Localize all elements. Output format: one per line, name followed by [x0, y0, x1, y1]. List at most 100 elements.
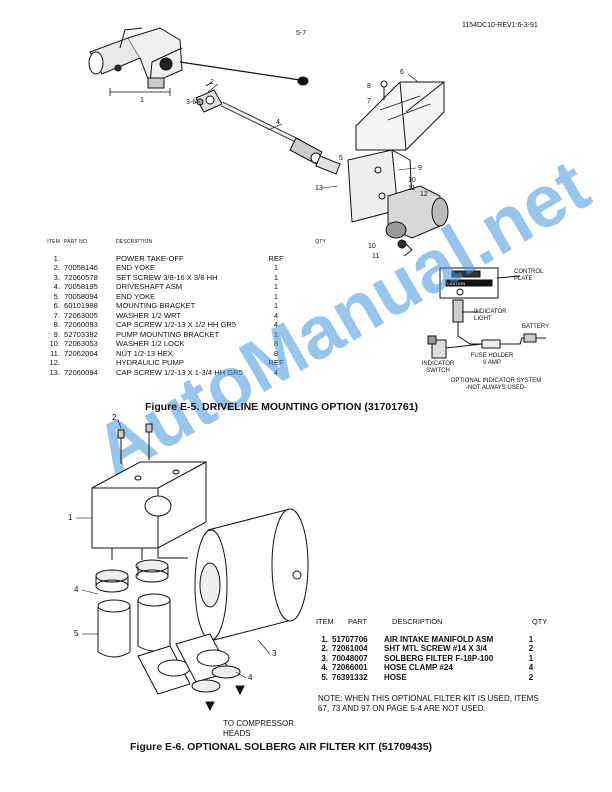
driveline-parts-table: ITEM PART NO. DESCRIPTION QTY 1. POWER TA…: [40, 238, 326, 377]
cell-qty: 2: [528, 644, 534, 654]
table-header-row: ITEM PART NO. DESCRIPTION QTY: [40, 238, 326, 248]
cell-qty: REF: [268, 358, 284, 367]
col-qty: QTY: [532, 617, 548, 626]
page-number: 5-7: [296, 30, 307, 37]
cell-item: 10.: [49, 339, 60, 348]
callout-3-6: 3-6: [186, 99, 196, 106]
cell-part: [60, 254, 112, 264]
document-id: 1154DC10-REV1:6-3-91: [462, 22, 538, 29]
figure-e5-caption: Figure E-5. DRIVELINE MOUNTING OPTION (3…: [145, 401, 419, 413]
cell-part: 72063053: [64, 339, 98, 348]
cell-desc: SET SCREW 3/8-16 X 3/8 HH: [116, 272, 218, 282]
cell-qty: 1: [273, 263, 279, 272]
fuse-holder-drawing: [481, 333, 546, 349]
cell-item: 4.: [321, 663, 328, 673]
cell-qty: 1: [273, 282, 279, 291]
cell-item: 12.: [49, 358, 60, 367]
not-always-used-label: -NOT ALWAYS USED-: [465, 385, 527, 391]
cell-qty: 4: [273, 310, 279, 320]
callout-f6-2: 2: [112, 413, 117, 422]
table-row: 2. 70058146 END YOKE 1: [40, 263, 326, 273]
cell-item: 2.: [53, 263, 60, 272]
cell-part: 52703382: [64, 329, 98, 339]
indicator-switch-drawing: [427, 335, 483, 359]
callout-f6-4: 4: [74, 585, 79, 594]
cell-qty: 4: [528, 663, 534, 673]
cell-item: 1.: [53, 253, 60, 263]
callout-12: 12: [420, 191, 428, 198]
cell-item: 2.: [321, 644, 328, 654]
cell-desc: PUMP MOUNTING BRACKET: [116, 329, 220, 339]
sheet-metal-screw-drawing: [117, 423, 153, 464]
callout-10: 10: [408, 177, 416, 184]
solberg-filter-drawing: [194, 508, 309, 641]
cell-qty: 8: [273, 348, 279, 358]
callout-f6-4b: 4: [248, 673, 253, 682]
cell-desc: HOSE: [384, 672, 407, 682]
cell-desc: WASHER 1/2 LOCK: [116, 339, 185, 348]
table-row: 12. HYDRAULIC PUMP REF: [40, 358, 326, 368]
driveshaft-drawing: [220, 101, 341, 175]
cell-part: [60, 358, 112, 368]
cell-part: 60101988: [64, 301, 98, 310]
cell-item: 3.: [53, 272, 60, 282]
cell-part: 72062004: [64, 348, 98, 358]
cell-part: 72066001: [332, 663, 368, 673]
air-intake-manifold-drawing: [91, 461, 207, 560]
cell-desc: DRIVESHAFT ASM: [116, 282, 183, 291]
hose-clamp-drawing: [95, 559, 169, 593]
cell-qty: 1: [528, 653, 534, 663]
callout-10b: 10: [368, 243, 376, 250]
cell-qty: 1: [273, 301, 279, 310]
cell-qty: 8: [273, 339, 279, 348]
power-take-off-drawing: [88, 27, 309, 96]
cell-qty: 1: [273, 291, 279, 301]
cell-desc: POWER TAKE-OFF: [116, 253, 184, 263]
control-plate-drawing: [439, 267, 521, 299]
callout-13: 13: [315, 185, 323, 192]
cell-desc: WASHER 1/2 WRT: [116, 310, 181, 320]
cell-item: 4.: [53, 282, 60, 291]
col-qty: QTY: [315, 239, 326, 245]
cell-qty: 1: [273, 272, 279, 282]
col-description: DESCRIPTION: [116, 239, 153, 245]
driveline-diagram: 1 2 3-6 4 5 6 7 8 9 10 11 12 13 10 11 CA…: [88, 27, 546, 359]
cell-part: 72060094: [64, 367, 98, 377]
cell-qty: 1: [273, 329, 279, 339]
cell-desc: HYDRAULIC PUMP: [116, 358, 184, 367]
fuse-holder-label: FUSE HOLDER 9 AMP: [470, 353, 514, 366]
cell-part: 70058195: [64, 282, 98, 291]
col-part: PART NO.: [64, 239, 89, 245]
col-item: ITEM: [316, 617, 334, 626]
cell-desc: HOSE CLAMP #24: [384, 663, 453, 673]
callout-f6-5: 5: [74, 629, 79, 638]
cell-desc: SOLBERG FILTER F-18P-100: [384, 653, 494, 663]
cell-item: 7.: [53, 310, 60, 320]
cell-part: 70048007: [332, 653, 368, 663]
air-filter-diagram: 1 2 3 4 4 5: [68, 413, 309, 712]
cell-item: 11.: [50, 348, 60, 358]
hydraulic-pump-drawing: [385, 185, 449, 257]
cell-part: 76391332: [332, 672, 368, 682]
callout-5: 5: [339, 155, 343, 162]
callout-8: 8: [367, 83, 371, 90]
cell-desc: END YOKE: [116, 263, 156, 272]
cell-desc: NUT 1/2-13 HEX: [116, 348, 173, 358]
to-compressor-label: TO COMPRESSOR HEADS: [223, 719, 294, 738]
cell-part: 70058146: [64, 263, 98, 272]
callout-1: 1: [140, 97, 144, 104]
cell-item: 6.: [53, 301, 60, 310]
indicator-light-label: INDICATOR LIGHT: [474, 309, 507, 322]
cell-desc: AIR INTAKE MANIFOLD ASM: [384, 634, 494, 644]
cell-part: 72060093: [64, 320, 98, 329]
cell-qty: 1: [528, 634, 534, 644]
cell-part: 70058094: [64, 291, 98, 301]
